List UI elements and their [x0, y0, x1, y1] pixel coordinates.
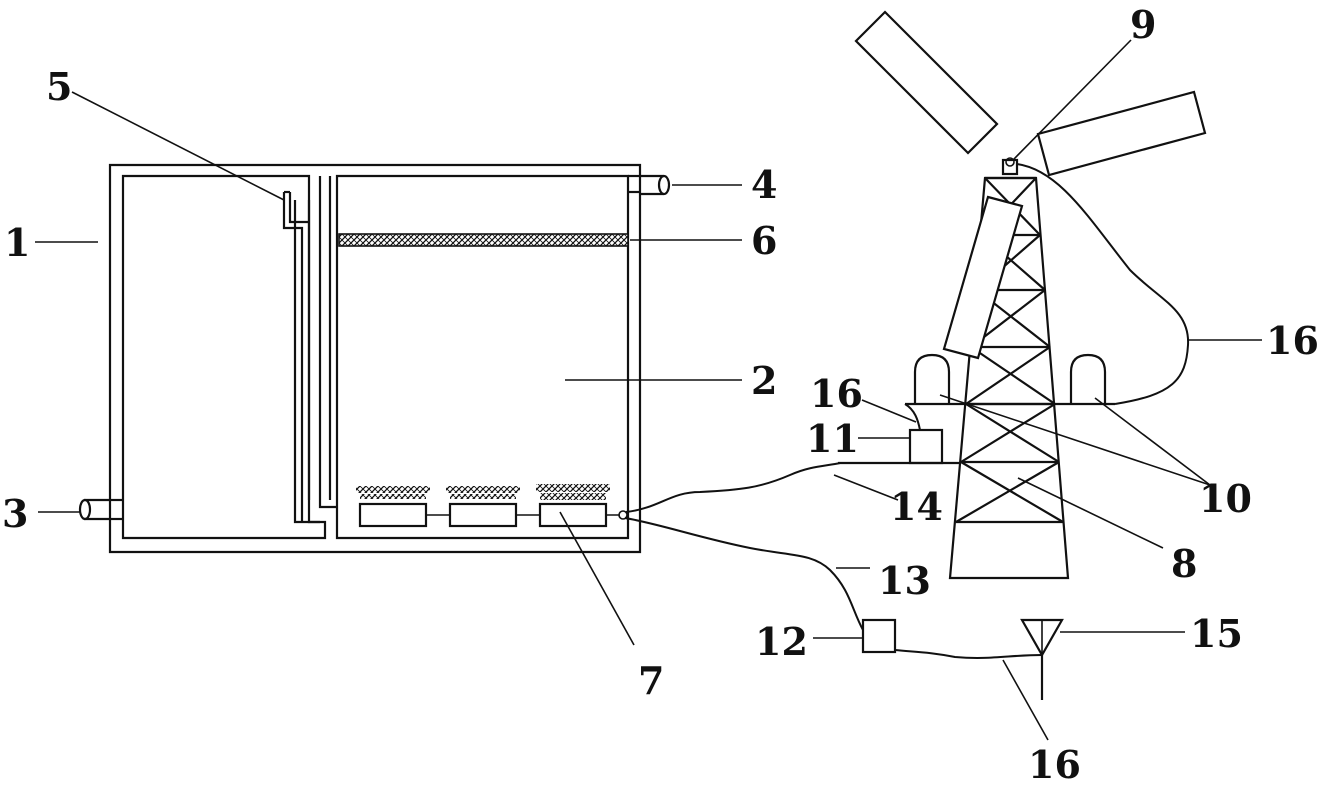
overflow-pipe	[282, 190, 309, 522]
controller-box	[838, 428, 961, 465]
outlet-pipe	[628, 174, 671, 196]
label-16-left: 16	[810, 371, 863, 416]
label-12: 12	[755, 619, 808, 664]
label-2: 2	[751, 358, 777, 403]
label-16-bottom: 16	[1028, 742, 1081, 787]
label-11: 11	[806, 416, 859, 461]
label-9: 9	[1130, 2, 1156, 47]
label-13: 13	[878, 558, 931, 603]
wires	[624, 163, 1190, 659]
label-3: 3	[2, 491, 28, 536]
label-8: 8	[1171, 541, 1197, 586]
partition-wall	[293, 176, 337, 524]
solar-lamps	[905, 353, 1115, 406]
label-1: 1	[4, 220, 30, 265]
antenna	[1020, 618, 1064, 700]
filter-layer	[338, 233, 629, 247]
label-4: 4	[751, 162, 777, 207]
label-16-right: 16	[1266, 318, 1319, 363]
leader-lines	[35, 39, 1262, 741]
label-5: 5	[46, 64, 72, 109]
turbine-hub	[1001, 157, 1019, 176]
label-10: 10	[1199, 476, 1252, 521]
tank	[108, 163, 642, 554]
inlet-pipe	[78, 498, 123, 521]
label-15: 15	[1190, 611, 1243, 656]
storage-box	[861, 618, 897, 654]
aerators	[356, 484, 628, 528]
label-6: 6	[751, 218, 777, 263]
label-7: 7	[638, 658, 664, 703]
label-14: 14	[890, 484, 943, 529]
turbine-blades	[854, 10, 1207, 360]
